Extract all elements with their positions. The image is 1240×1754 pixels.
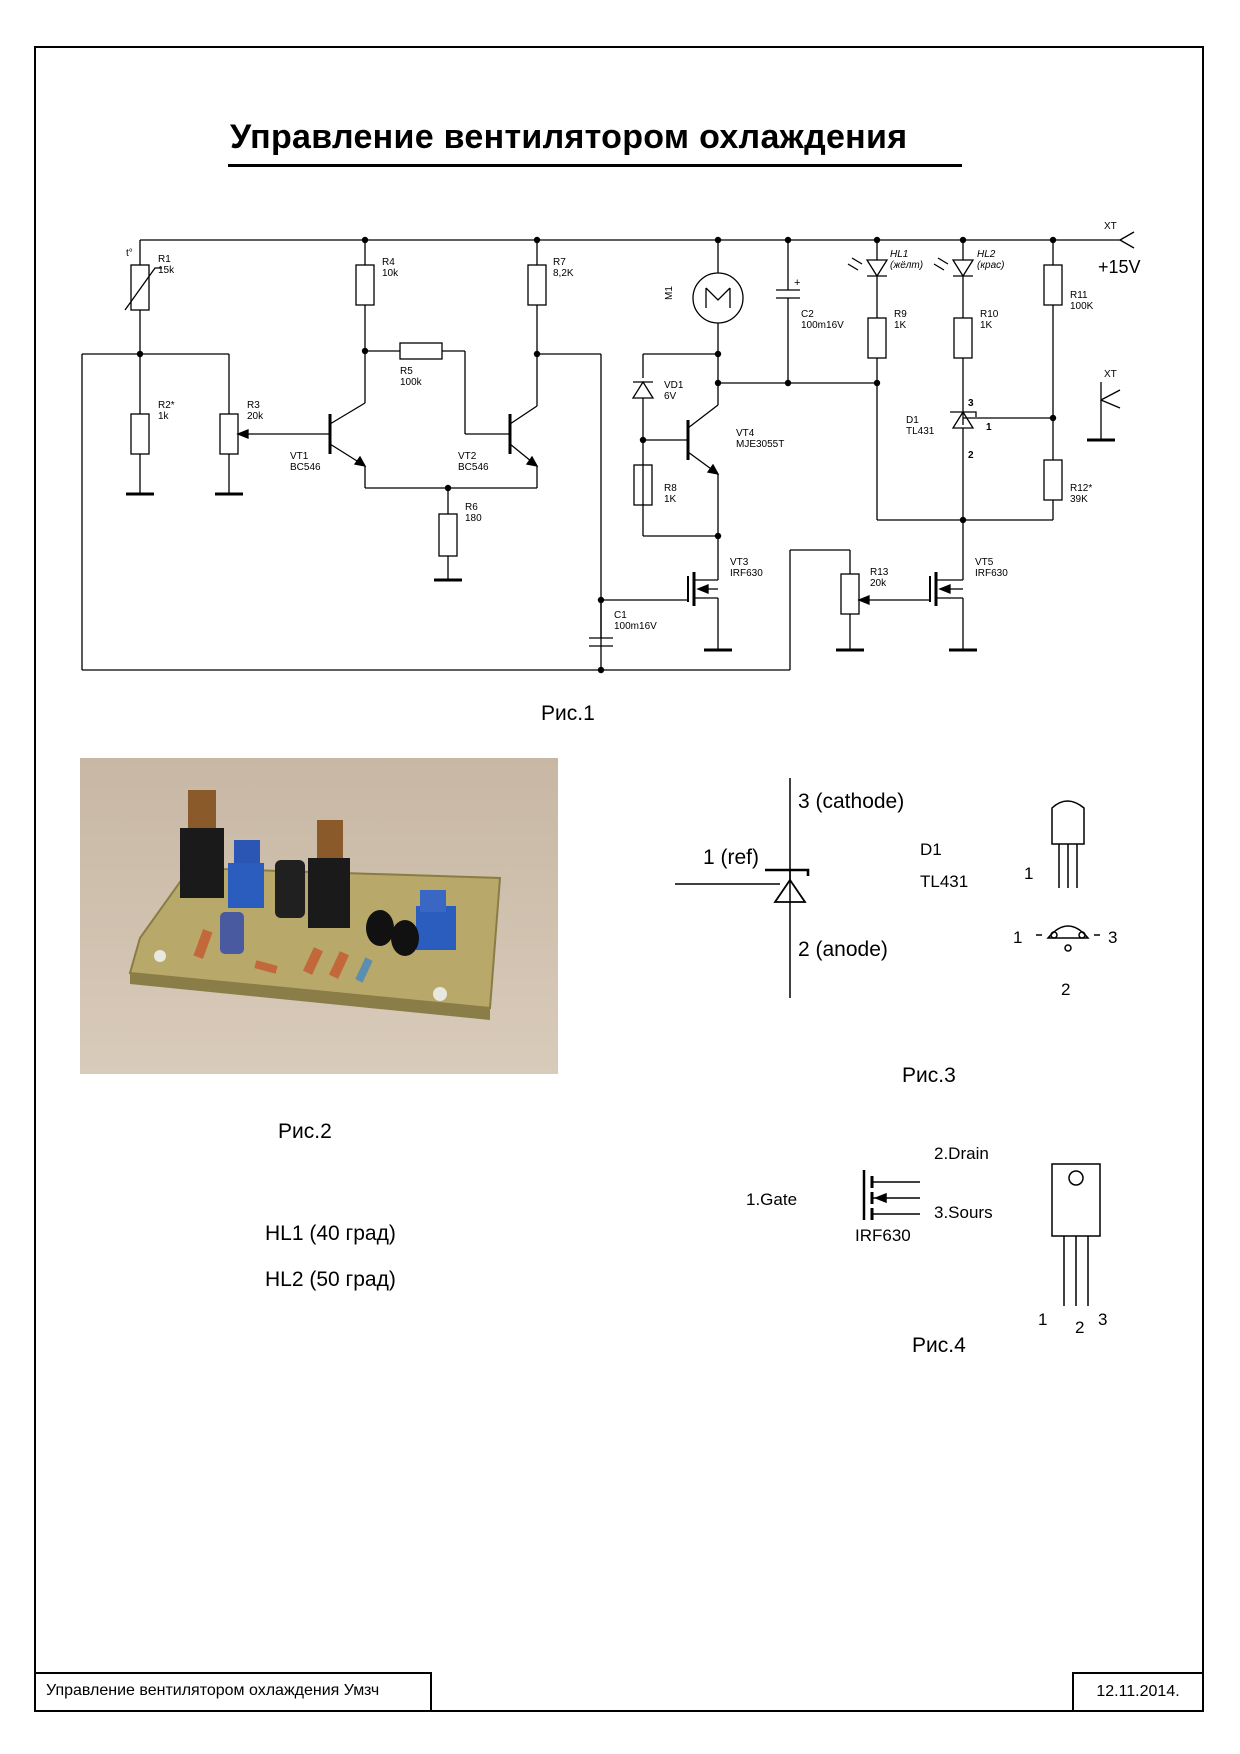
hl1-label: HL1(жёлт)	[890, 249, 924, 271]
xt-power-label: XT	[1104, 221, 1117, 232]
d1-pin1: 1	[986, 422, 992, 433]
r1-temp-mark: t°	[126, 248, 133, 259]
tl431-pin-right: 3	[1108, 928, 1118, 947]
tl431-pin-left: 1	[1013, 928, 1023, 947]
supply-voltage-label: +15V	[1098, 257, 1141, 277]
note-hl2: HL2 (50 град)	[265, 1268, 396, 1291]
irf630-gate-label: 1.Gate	[746, 1190, 798, 1209]
note-hl1: HL1 (40 град)	[265, 1222, 396, 1245]
pcb-photo	[80, 758, 558, 1074]
page-frame	[34, 46, 1204, 1712]
hl2-label: HL2(крас)	[977, 249, 1005, 271]
figure-2-caption: Рис.2	[278, 1120, 332, 1143]
irf630-drain-label: 2.Drain	[934, 1144, 989, 1163]
tl431-figure-3	[675, 778, 1100, 998]
c2-polarity: +	[794, 277, 801, 289]
tl431-anode-label: 2 (anode)	[798, 938, 888, 961]
irf630-pin1: 1	[1038, 1310, 1048, 1329]
title-underline	[228, 164, 962, 167]
irf630-pin2: 2	[1075, 1318, 1085, 1337]
stamp-title: Управление вентилятором охлаждения Умзч	[36, 1672, 432, 1710]
d1-pin2: 2	[968, 450, 974, 461]
irf630-source-label: 3.Sours	[934, 1203, 993, 1222]
irf630-part-label: IRF630	[855, 1226, 911, 1245]
r12-label: R12*39K	[1070, 483, 1093, 505]
tl431-ref-label: 1 (ref)	[703, 846, 760, 869]
tl431-part-ref: D1	[920, 840, 942, 859]
stamp-date: 12.11.2014.	[1072, 1672, 1202, 1710]
schematic-figure-1	[81, 231, 1135, 674]
tl431-part-name: TL431	[920, 872, 969, 891]
tl431-cathode-label: 3 (cathode)	[798, 790, 905, 813]
tl431-pin-bottom: 2	[1061, 980, 1071, 999]
tl431-pin-side: 1	[1024, 864, 1034, 883]
page-title: Управление вентилятором охлаждения	[230, 118, 908, 156]
d1-pin3: 3	[968, 398, 974, 409]
xt-ground-label: XT	[1104, 369, 1117, 380]
figure-1-caption: Рис.1	[541, 702, 595, 725]
irf630-pin3: 3	[1098, 1310, 1108, 1329]
figure-3-caption: Рис.3	[902, 1064, 956, 1087]
r2-label: R2*1k	[158, 400, 175, 422]
figure-4-caption: Рис.4	[912, 1334, 966, 1357]
irf630-figure-4	[862, 1163, 1101, 1306]
m1-label: M1	[664, 286, 675, 300]
